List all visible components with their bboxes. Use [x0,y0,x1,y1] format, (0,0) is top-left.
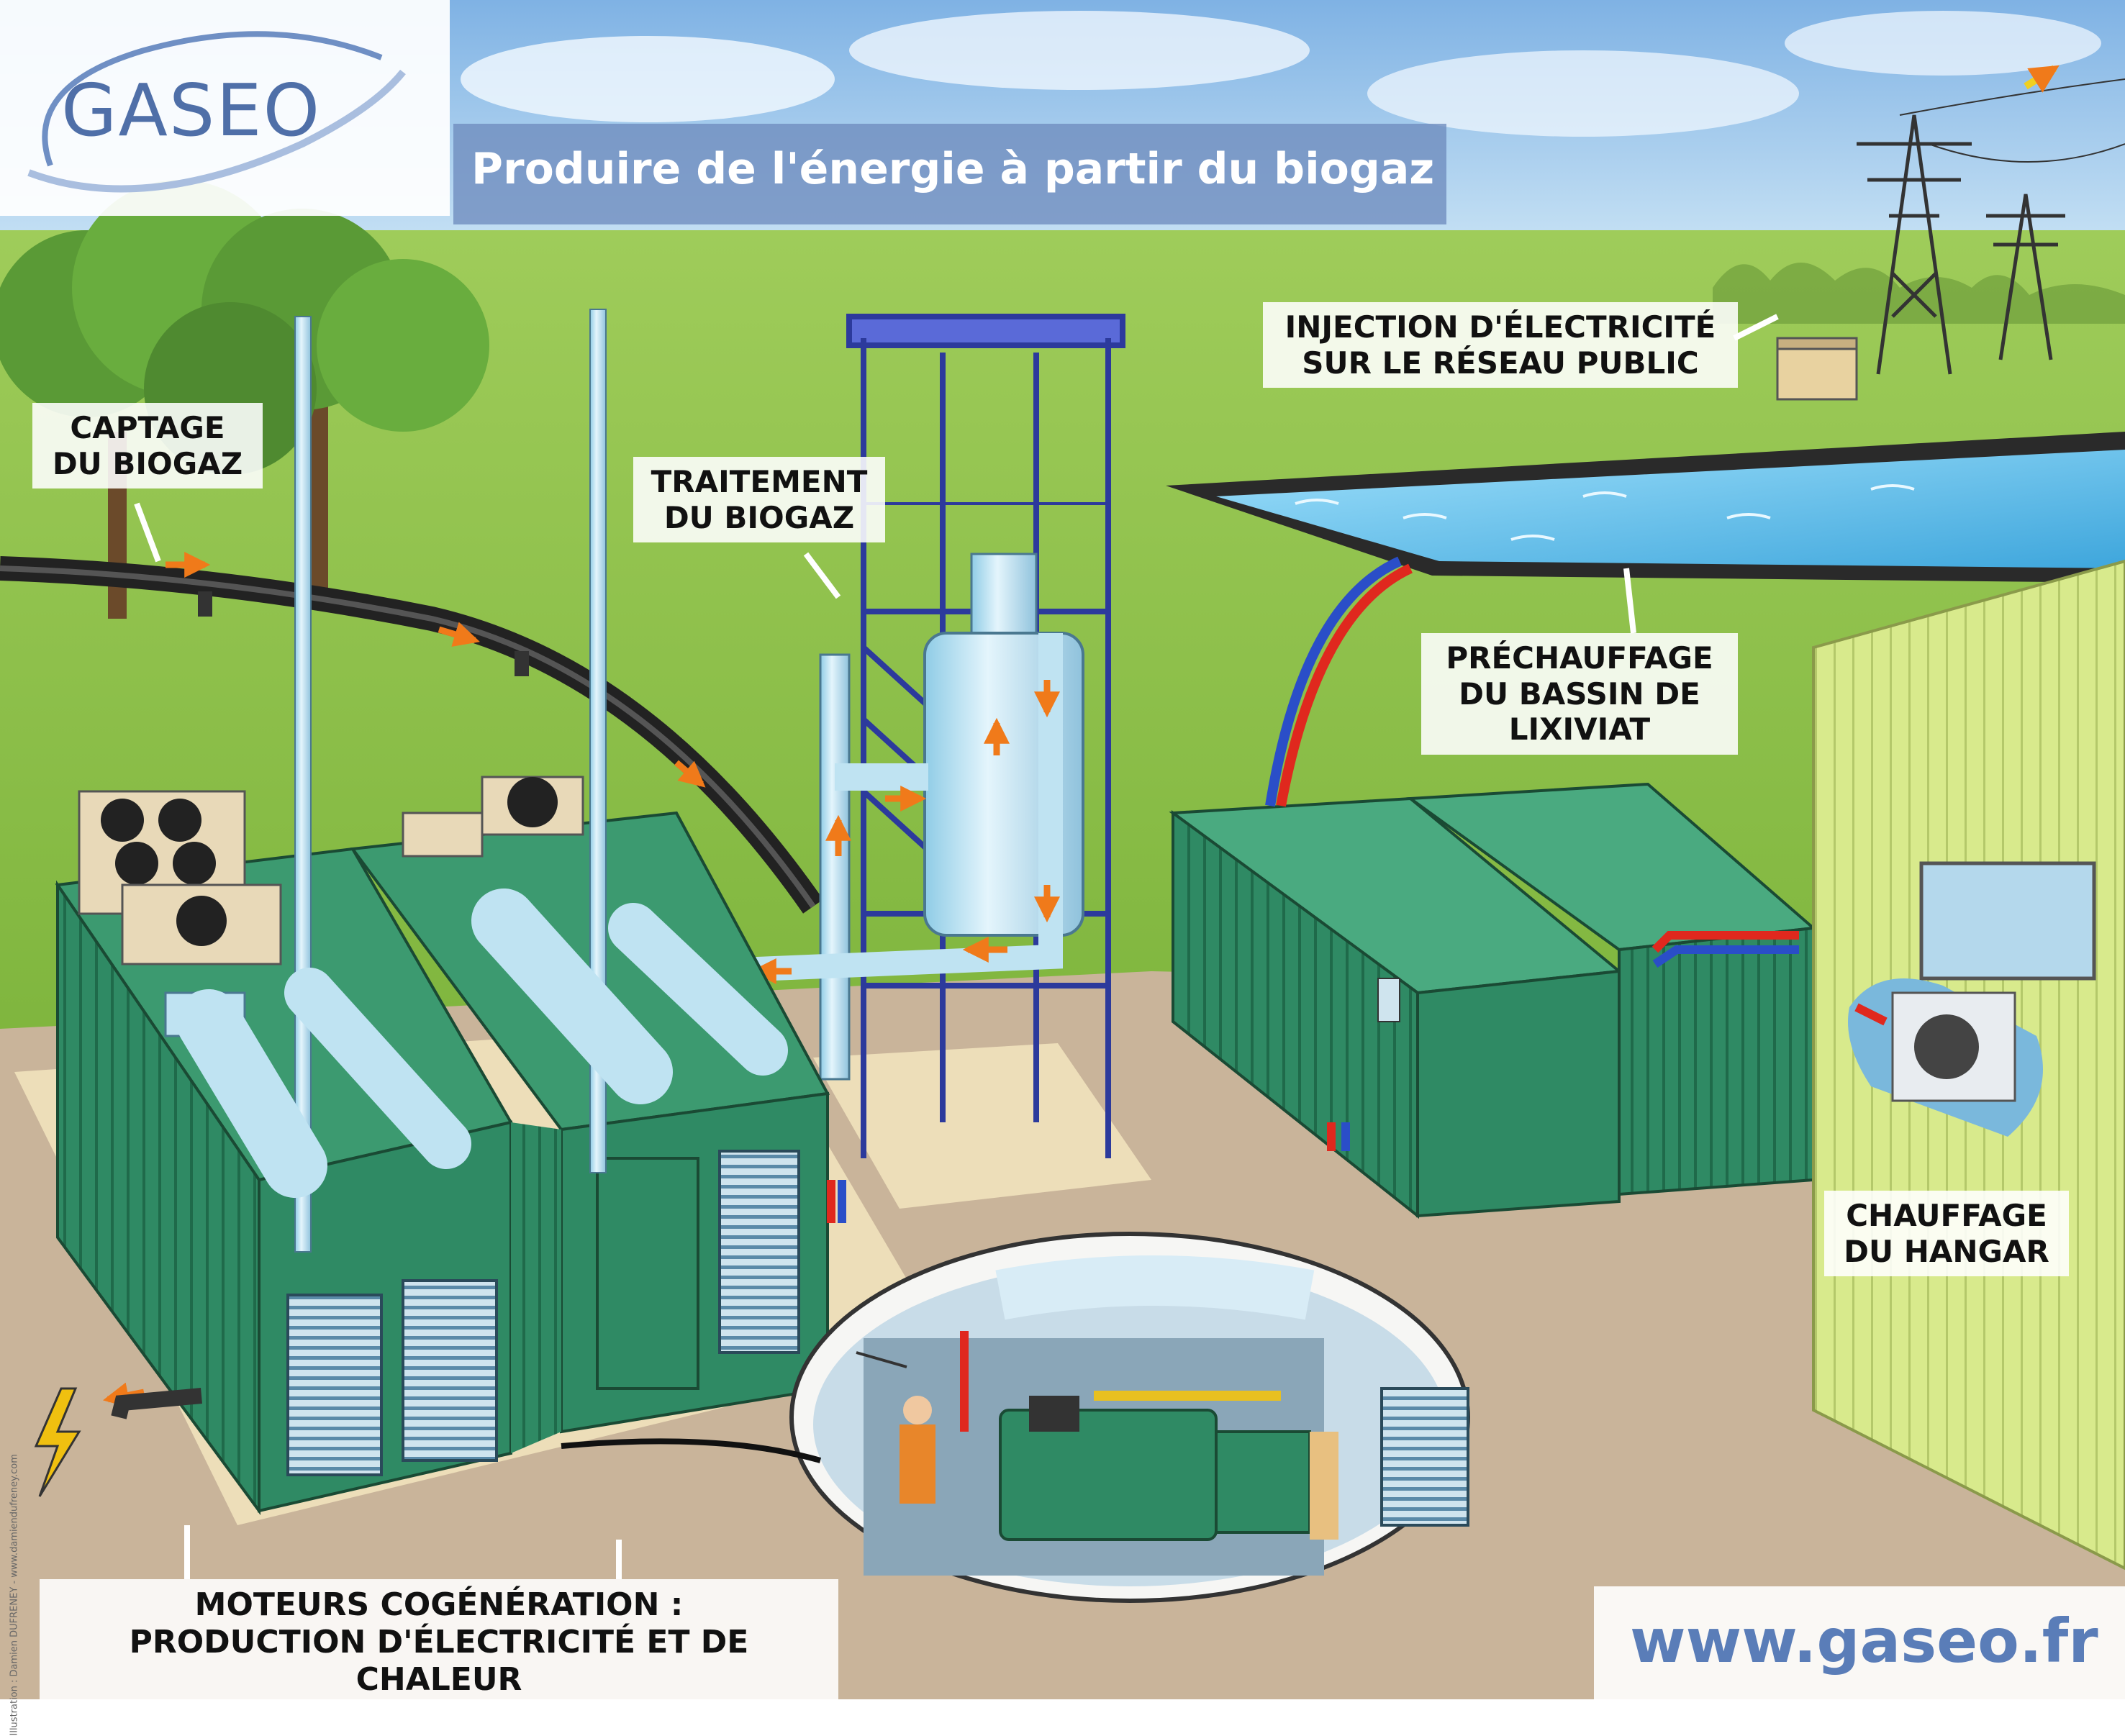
logo-text: GASEO [61,68,322,153]
label-prechauffage-line3: LIXIVIAT [1508,712,1651,747]
label-injection-line2: SUR LE RÉSEAU PUBLIC [1302,345,1699,381]
pipe-valve [198,591,212,617]
substation-box [1776,337,1858,401]
distant-trees [1713,263,2125,324]
label-captage-line1: CAPTAGE [70,410,225,445]
cogeneration-container-1 [55,316,514,1516]
illustration-credit: Illustration : Damien DUFRENEY - www.dam… [9,1454,20,1736]
label-moteurs-line2: PRODUCTION D'ÉLECTRICITÉ ET DE CHALEUR [129,1623,749,1698]
label-moteurs-line1: MOTEURS COGÉNÉRATION : [194,1586,684,1623]
power-pylons [1857,78,2125,375]
inset-pointer [561,1438,822,1463]
hot-pipe [1276,563,1413,807]
hangar [1812,559,2125,1571]
lightning-icon [34,1387,81,1497]
pylon-arrow [2024,65,2060,93]
website-url[interactable]: www.gaseo.fr [1630,1606,2098,1676]
title-bar [453,124,1446,224]
cloud [1367,50,1799,137]
logo-panel: GASEO [0,0,450,216]
label-prechauffage-line1: PRÉCHAUFFAGE [1446,640,1713,676]
label-captage: CAPTAGE DU BIOGAZ [32,403,263,489]
tower-slab [813,1043,1151,1209]
cloud [1785,11,2101,76]
label-injection: INJECTION D'ÉLECTRICITÉ SUR LE RÉSEAU PU… [1263,302,1738,388]
label-traitement-line1: TRAITEMENT [651,464,868,499]
label-traitement-line2: DU BIOGAZ [663,499,855,535]
flow-arrows [102,552,1060,1409]
heat-containers [1169,556,1817,1219]
lixiviat-basin [1166,432,2125,583]
label-injection-line1: INJECTION D'ÉLECTRICITÉ [1284,309,1716,345]
label-prechauffage-line2: DU BASSIN DE [1459,676,1700,712]
logo-swoosh [27,31,406,193]
label-prechauffage: PRÉCHAUFFAGE DU BASSIN DE LIXIVIAT [1421,633,1738,755]
label-chauffage-line1: CHAUFFAGE [1846,1198,2047,1233]
label-captage-line2: DU BIOGAZ [52,445,243,481]
illustration-scene [0,0,2125,1699]
cold-pipe [1265,556,1402,807]
label-traitement: TRAITEMENT DU BIOGAZ [633,457,885,543]
page-title: Produire de l'énergie à partir du biogaz [471,144,1435,194]
electricity-output-pipe [111,1388,202,1419]
cloud [461,36,835,122]
cloud [849,11,1310,90]
website-panel [1594,1586,2125,1699]
cogeneration-container-2 [350,309,830,1453]
label-chauffage: CHAUFFAGE DU HANGAR [1824,1191,2069,1277]
engine-inset [789,1232,1470,1603]
pipe-valve [515,651,529,676]
label-moteurs: MOTEURS COGÉNÉRATION : PRODUCTION D'ÉLEC… [40,1579,838,1706]
label-chauffage-line2: DU HANGAR [1844,1233,2049,1269]
trees-left [0,180,489,619]
